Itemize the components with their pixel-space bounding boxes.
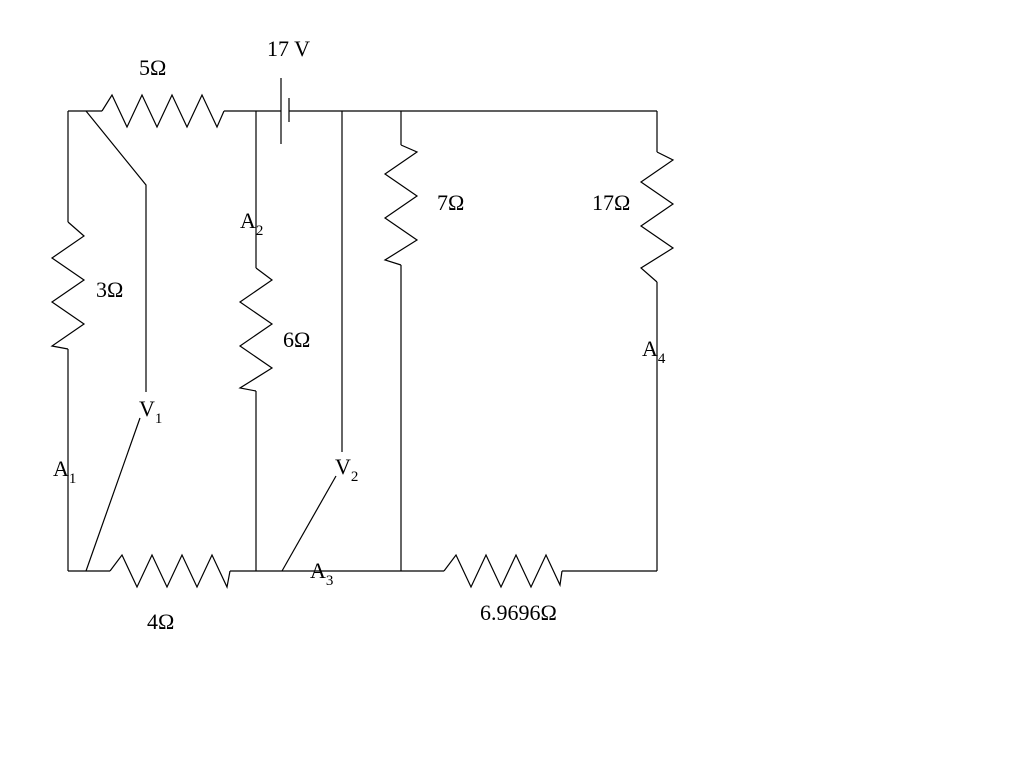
ammeter-3-label: A3 (310, 558, 333, 589)
voltmeter-1-lead-top (85, 110, 147, 392)
voltmeter-2-subscript: 2 (351, 469, 359, 485)
wires (67, 110, 658, 572)
ammeter-2-subscript: 2 (256, 223, 264, 239)
voltmeter-1-leads (85, 110, 147, 572)
voltmeter-1-label: V1 (139, 396, 162, 427)
resistor-17-zigzag (639, 151, 675, 283)
voltmeter-2-lead-bottom (281, 475, 337, 572)
ammeter-4-letter: A (642, 336, 658, 361)
resistor-3-zigzag (50, 221, 86, 350)
ammeter-3-letter: A (310, 558, 326, 583)
ammeter-1-subscript: 1 (69, 471, 77, 487)
voltmeter-2-label: V2 (335, 454, 358, 485)
ammeter-1-letter: A (53, 456, 69, 481)
resistor-4-zigzag (109, 553, 231, 589)
resistor-6-label: 6Ω (283, 327, 310, 352)
resistor-6-zigzag (238, 267, 274, 392)
resistor-6_9696-zigzag (443, 553, 563, 589)
voltmeter-1-letter: V (139, 396, 155, 421)
ammeter-3-subscript: 3 (326, 573, 334, 589)
ammeter-1-label: A1 (53, 456, 76, 487)
battery-17v (280, 78, 290, 144)
ammeter-2-label: A2 (240, 208, 263, 239)
resistor-5-label: 5Ω (139, 55, 166, 80)
battery-label: 17 V (267, 36, 310, 61)
ammeter-4-subscript: 4 (658, 351, 666, 367)
voltmeter-1-lead-bottom (85, 417, 141, 572)
voltmeter-1-subscript: 1 (155, 411, 163, 427)
resistor-7-label: 7Ω (437, 190, 464, 215)
resistor-5-zigzag (101, 93, 225, 129)
ammeter-4-label: A4 (642, 336, 666, 367)
ammeter-2-letter: A (240, 208, 256, 233)
resistor-3-label: 3Ω (96, 277, 123, 302)
voltmeter-2-letter: V (335, 454, 351, 479)
resistor-6_9696-label: 6.9696Ω (480, 600, 557, 625)
resistor-7-zigzag (383, 144, 419, 266)
voltmeter-2-leads (281, 111, 343, 572)
resistor-4-label: 4Ω (147, 609, 174, 634)
resistor-17-label: 17Ω (592, 190, 630, 215)
